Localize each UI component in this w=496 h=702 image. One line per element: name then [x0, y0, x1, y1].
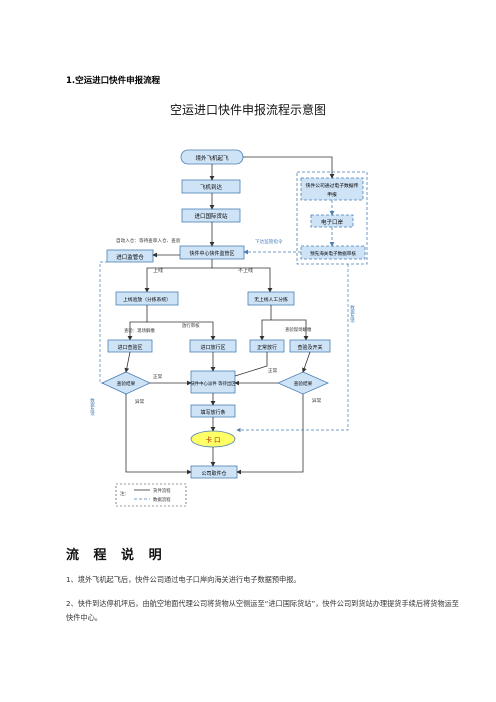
label-check-release-r: 查验现场解缴: [285, 326, 312, 333]
node-offline-label: 无上线人工分拣: [254, 296, 288, 303]
node-customs-system-label: 预先海关电子数据审核: [310, 250, 356, 257]
label-check-release: 查验：现场解缴: [124, 327, 155, 334]
label-normal-r: 正常: [268, 367, 278, 374]
node-send-data-label-2: 申报: [327, 191, 337, 198]
node-fill-release-label: 填写放行条: [200, 409, 225, 416]
legend-data: 数据流程: [153, 496, 171, 503]
label-not-up-line: 不上线: [238, 267, 253, 274]
paragraph: 1、境外飞机起飞后，快件公司通过电子口岸向海关进行电子数据预申报。: [66, 575, 301, 584]
section-heading: 1.空运进口快件申报流程: [66, 76, 161, 86]
label-data-feedback-left: 数据反馈: [90, 397, 95, 417]
figure-title: 空运进口快件申报流程示意图: [169, 103, 326, 117]
label-abnormal-r: 异常: [312, 397, 322, 404]
node-import-check-label: 进口查验区: [117, 344, 142, 351]
node-center-label: 快件中心快件监管区: [189, 250, 234, 257]
label-normal: 正常: [153, 373, 163, 380]
label-abnormal: 异常: [135, 398, 145, 405]
node-check-diamond-right-label: 查验结果: [294, 380, 313, 387]
node-check-diamond-left-label: 查验结果: [117, 380, 136, 387]
flowchart-diagram: 境外飞机起飞 飞机到达 进口国际货站 快件中心快件监管区 进口监管仓 自动入仓：…: [90, 149, 368, 507]
node-online-label: 上线验放（分拣系统）: [123, 296, 171, 303]
node-center-dispatch-label: 快件中心派件 等待出区: [190, 380, 236, 387]
paragraph: 2、快件到达停机坪后，由航空地面代理公司将货物从空侧运至“进口国际货站”，快件公…: [66, 599, 459, 622]
label-up-line: 上线: [153, 267, 163, 274]
node-check-result-right-label: 查验及开关: [297, 344, 322, 351]
label-data-feedback-right: 数据反馈: [350, 304, 355, 324]
label-pre-check: 下达监管指令: [255, 238, 283, 245]
label-release-plain: 放行审核: [182, 322, 200, 329]
node-import-release-label: 进口放行区: [200, 344, 225, 351]
node-eport-label: 电子口岸: [321, 218, 344, 226]
node-reject-release-label: 正常放行: [257, 344, 277, 351]
flow-description-heading: 流 程 说 明: [66, 548, 167, 563]
label-enter-lane: 自动入仓：等待查单入仓、查验: [116, 237, 181, 244]
node-customs-label: 进口监管仓: [116, 253, 144, 261]
node-send-data-label: 快件公司通过电子数据传: [306, 182, 359, 189]
legend-box: [115, 483, 187, 507]
node-start-label: 境外飞机起飞: [195, 154, 229, 162]
node-import-cargo-label: 进口国际货站: [194, 212, 228, 220]
legend-note: 注：: [120, 490, 129, 497]
node-exit-label: 卡 口: [205, 435, 220, 444]
node-plane-arrive-label: 飞机到达: [200, 183, 223, 191]
legend-goods: 货件流程: [153, 487, 171, 494]
node-company-delivery-label: 公司取件仓: [201, 470, 226, 477]
